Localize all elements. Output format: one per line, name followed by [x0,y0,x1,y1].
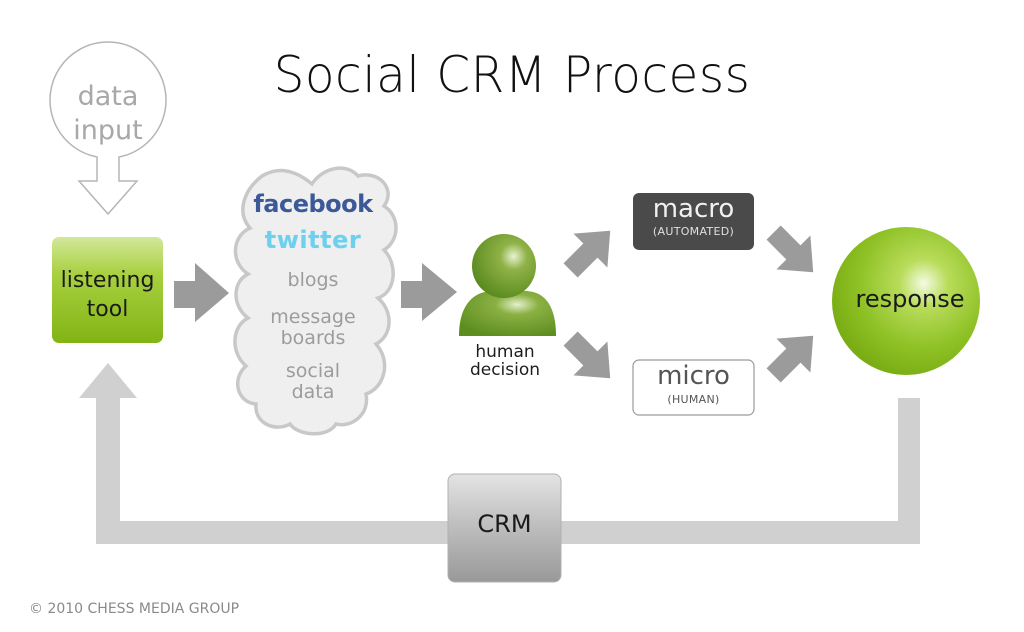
crm-box [447,473,562,583]
macro-sublabel: (AUTOMATED) [652,225,735,238]
cloud-item-blogs: blogs [238,270,388,291]
cloud-item-text: message [270,306,356,328]
arrow-down-right-icon [563,331,611,379]
data-input-label: data input [50,80,166,148]
listening-tool-line1: listening [60,268,155,293]
human-decision-line1: human [475,342,535,362]
listening-tool-box [52,237,163,343]
data-input-line2: input [73,115,143,146]
arrow-down-right-icon [766,225,814,273]
macro-label: macro [652,194,735,224]
copyright-text: © 2010 CHESS MEDIA GROUP [29,601,240,617]
loop-arrowhead-icon [79,363,137,398]
human-decision-line2: decision [469,360,541,380]
macro-box [633,193,754,250]
micro-sublabel: (HUMAN) [667,393,720,406]
listening-tool-line2: tool [86,297,129,322]
cloud-item-text: blogs [287,269,339,291]
crm-label: CRM [477,510,532,538]
person-icon [459,234,556,336]
cloud-item-text: boards [280,327,346,349]
micro-label: micro [657,361,730,391]
cloud-item-social-data: social data [238,361,388,403]
response-circle [832,227,980,375]
arrow-up-right-icon [766,335,814,383]
arrow-right-icon [174,263,229,322]
social-cloud [233,166,398,436]
human-decision-label: human decision [455,343,555,379]
cloud-item-text: social [285,360,341,382]
data-input-line1: data [77,81,139,112]
data-input-bubble [49,41,167,216]
twitter-logo: twitter [264,226,362,254]
micro-box [632,359,755,416]
cloud-item-text: data [291,381,335,403]
diagram-title: Social CRM Process [273,46,751,104]
cloud-item-message-boards: message boards [238,307,388,349]
facebook-logo: facebook [253,190,373,218]
arrow-right-icon [401,263,457,321]
arrow-up-right-icon [563,230,611,278]
listening-tool-label: listening tool [52,266,163,324]
response-label: response [855,285,965,313]
